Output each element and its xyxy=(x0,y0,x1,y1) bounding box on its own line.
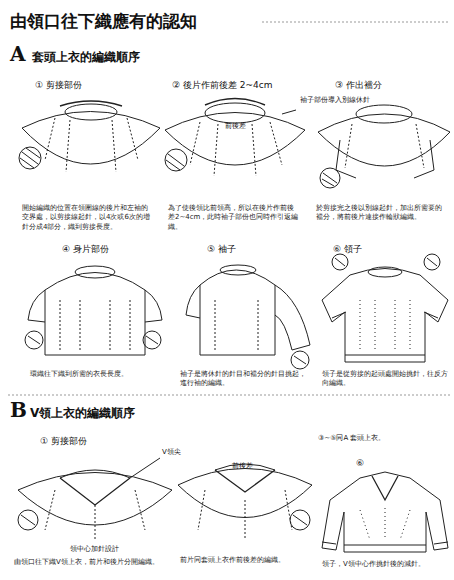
step-label: ⑤ 袖子 xyxy=(207,244,236,256)
section-heading: V領上衣的編織順序 xyxy=(30,406,135,422)
step-caption: 領子是從剪接的起頭處開始挑針，往反方向編織。 xyxy=(322,370,448,389)
step-label: ③~⑤同A 套頭上衣。 xyxy=(318,434,388,443)
yoke-figure xyxy=(178,464,312,540)
body-figure xyxy=(25,266,162,355)
step-label: ① 剪接部份 xyxy=(35,80,82,92)
section-rule xyxy=(8,395,450,396)
title-rule xyxy=(262,22,450,23)
step-label: ① 剪接部份 xyxy=(40,436,87,448)
step-caption: 於剪接完之後以別線起針，加出所需要的襠分，將前後片連接作輪狀編織。 xyxy=(316,204,448,223)
step-caption: 由領口往下織V領上衣，前片和後片分開編織。 xyxy=(14,558,164,567)
part-label: 袖子部份導入別線休針 xyxy=(300,96,370,105)
yoke-figure xyxy=(165,99,305,177)
step-label: ⑥ xyxy=(356,458,364,470)
section-heading: 套頭上衣的編織順序 xyxy=(32,50,140,66)
step-label: ⑥ 領子 xyxy=(333,244,362,256)
sweater-figure xyxy=(322,254,448,362)
step-label: ③ 作出襠分 xyxy=(335,80,382,92)
step-caption: 環織往下織到所需的衣長長度。 xyxy=(30,370,170,379)
page-title: 由領口往下織應有的認知 xyxy=(10,10,197,32)
step-label: ④ 身片部份 xyxy=(62,244,109,256)
step-caption: 領子，V領中心作挑針後的減針。 xyxy=(322,560,450,569)
v-yoke-figure xyxy=(18,458,172,540)
part-label: 前後差 xyxy=(225,122,246,131)
part-label: 前後差 xyxy=(232,462,253,471)
step-caption: 為了使後領比前領高，所以在後片作前後差2~4cm，此時袖子部份也同時作引返編織。 xyxy=(168,204,300,232)
yoke-figure xyxy=(19,101,160,172)
yoke-figure xyxy=(318,105,450,188)
v-sweater-figure xyxy=(322,472,448,552)
sleeve-figure xyxy=(186,265,310,369)
step-label: ② 後片作前後差 2~4cm xyxy=(172,80,273,92)
step-caption: 袖子是將休針的針目和襠分的針目挑起，進行袖的編織。 xyxy=(180,370,310,389)
section-letter: A xyxy=(10,44,26,64)
part-label: V領尖 xyxy=(162,448,181,457)
step-caption: 開始編織的位置在領圍線的後片和左袖的交界處，以剪接線起針，以4次或6次的增針分成… xyxy=(22,204,154,232)
section-letter: B xyxy=(10,400,27,420)
part-label: 領中心加針設計 xyxy=(70,545,119,554)
step-caption: 前片同套頭上衣作前後差的編織。 xyxy=(180,556,310,565)
